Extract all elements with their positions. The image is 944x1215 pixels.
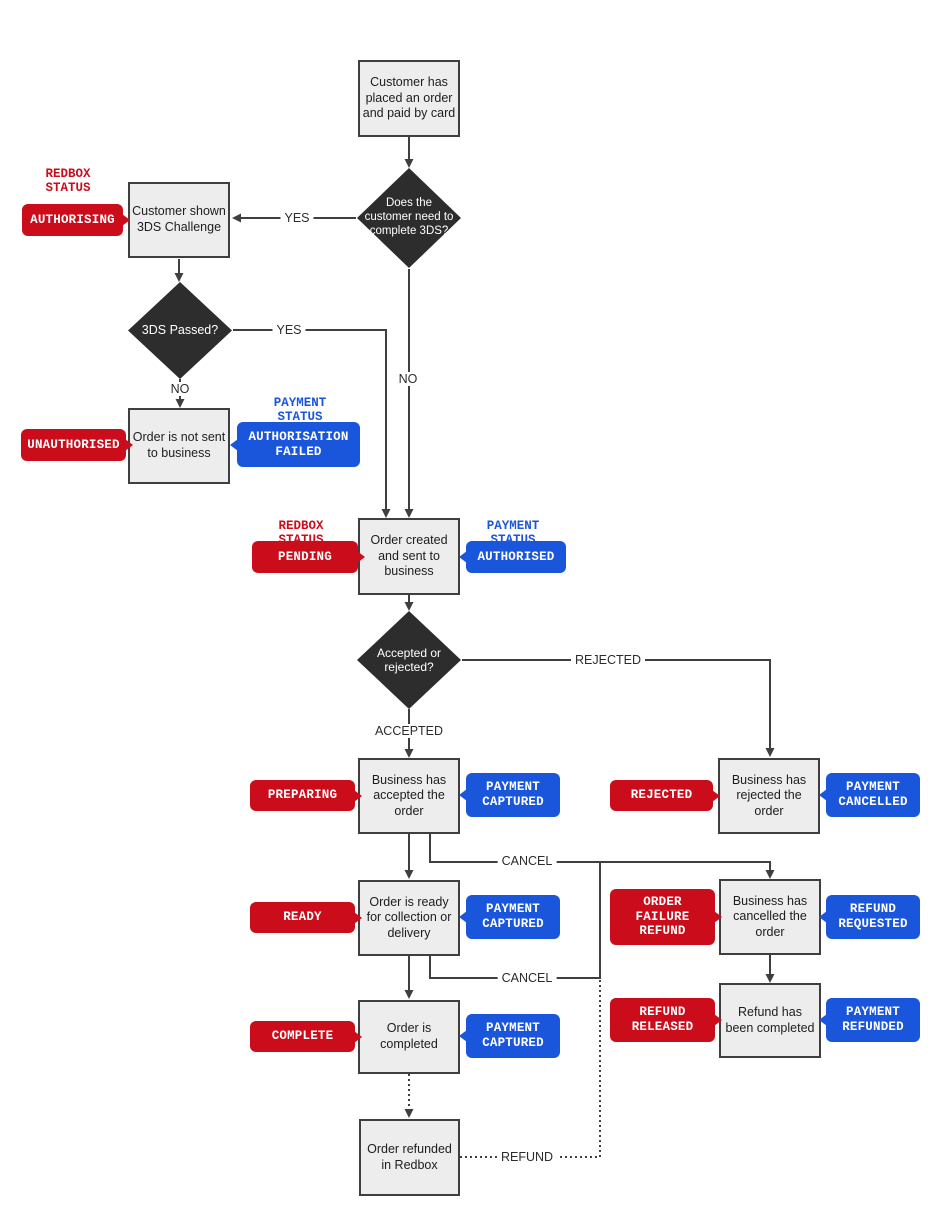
node-business-rejected: Business has rejected the order xyxy=(718,758,820,834)
node-order-not-sent-label: Order is not sent to business xyxy=(132,430,226,460)
badge-authorised: AUTHORISED xyxy=(466,541,566,573)
decision-needs-3ds-label: Does the customer need to complete 3DS? xyxy=(364,197,454,237)
badge-payment-captured-ready: PAYMENT CAPTURED xyxy=(466,895,560,939)
badge-preparing: PREPARING xyxy=(250,780,355,811)
edge-label-yes-3ds-passed: YES xyxy=(272,323,306,337)
node-order-refunded-redbox-label: Order refunded in Redbox xyxy=(367,1141,452,1172)
node-order-created-label: Order created and sent to business xyxy=(370,533,448,579)
badge-payment-refunded: PAYMENT REFUNDED xyxy=(826,998,920,1042)
badge-payment-captured-accepted: PAYMENT CAPTURED xyxy=(466,773,560,817)
node-business-cancelled-label: Business has cancelled the order xyxy=(732,893,808,939)
decision-accepted-rejected-label: Accepted or rejected? xyxy=(376,645,442,674)
node-customer-shown-3ds: Customer shown 3DS Challenge xyxy=(128,182,230,258)
badge-order-failure-refund: ORDER FAILURE REFUND xyxy=(610,889,715,945)
node-customer-placed-order-label: Customer has placed an order and paid by… xyxy=(362,75,456,121)
redbox-status-header-authorising: REDBOX STATUS xyxy=(45,167,91,196)
node-order-completed-label: Order is completed xyxy=(380,1021,438,1051)
edge-label-no-3ds-passed: NO xyxy=(166,382,194,396)
node-order-refunded-redbox: Order refunded in Redbox xyxy=(359,1119,460,1196)
badge-authorising: AUTHORISING xyxy=(22,204,123,236)
badge-complete: COMPLETE xyxy=(250,1021,355,1052)
edge-label-rejected: REJECTED xyxy=(571,653,645,667)
edge-label-cancel-accepted: CANCEL xyxy=(497,854,557,868)
node-order-ready: Order is ready for collection or deliver… xyxy=(358,880,460,956)
edge-label-cancel-ready: CANCEL xyxy=(497,971,557,985)
node-customer-placed-order: Customer has placed an order and paid by… xyxy=(358,60,460,137)
payment-status-header-authorisation-failed: PAYMENT STATUS xyxy=(273,396,327,425)
node-refund-completed: Refund has been completed xyxy=(719,983,821,1058)
node-refund-completed-label: Refund has been completed xyxy=(725,1004,815,1035)
edge-label-yes-needs-3ds: YES xyxy=(280,211,314,225)
badge-payment-captured-complete: PAYMENT CAPTURED xyxy=(466,1014,560,1058)
node-customer-shown-3ds-label: Customer shown 3DS Challenge xyxy=(132,204,226,234)
badge-unauthorised: UNAUTHORISED xyxy=(21,429,126,461)
badge-authorisation-failed: AUTHORISATION FAILED xyxy=(237,422,360,467)
badge-rejected: REJECTED xyxy=(610,780,713,811)
node-order-completed: Order is completed xyxy=(358,1000,460,1074)
badge-payment-cancelled: PAYMENT CANCELLED xyxy=(826,773,920,817)
edge-label-refund: REFUND xyxy=(496,1150,558,1164)
node-business-rejected-label: Business has rejected the order xyxy=(731,772,807,818)
edge-label-no-needs-3ds: NO xyxy=(394,372,422,386)
node-order-not-sent: Order is not sent to business xyxy=(128,408,230,484)
node-order-ready-label: Order is ready for collection or deliver… xyxy=(366,894,452,940)
decision-3ds-passed-label: 3DS Passed? xyxy=(141,323,219,337)
node-business-accepted: Business has accepted the order xyxy=(358,758,460,834)
badge-ready: READY xyxy=(250,902,355,933)
badge-refund-requested: REFUND REQUESTED xyxy=(826,895,920,939)
node-business-cancelled: Business has cancelled the order xyxy=(719,879,821,955)
badge-pending: PENDING xyxy=(252,541,358,573)
edge-label-accepted: ACCEPTED xyxy=(370,724,448,738)
badge-refund-released: REFUND RELEASED xyxy=(610,998,715,1042)
node-business-accepted-label: Business has accepted the order xyxy=(371,772,447,818)
node-order-created: Order created and sent to business xyxy=(358,518,460,595)
